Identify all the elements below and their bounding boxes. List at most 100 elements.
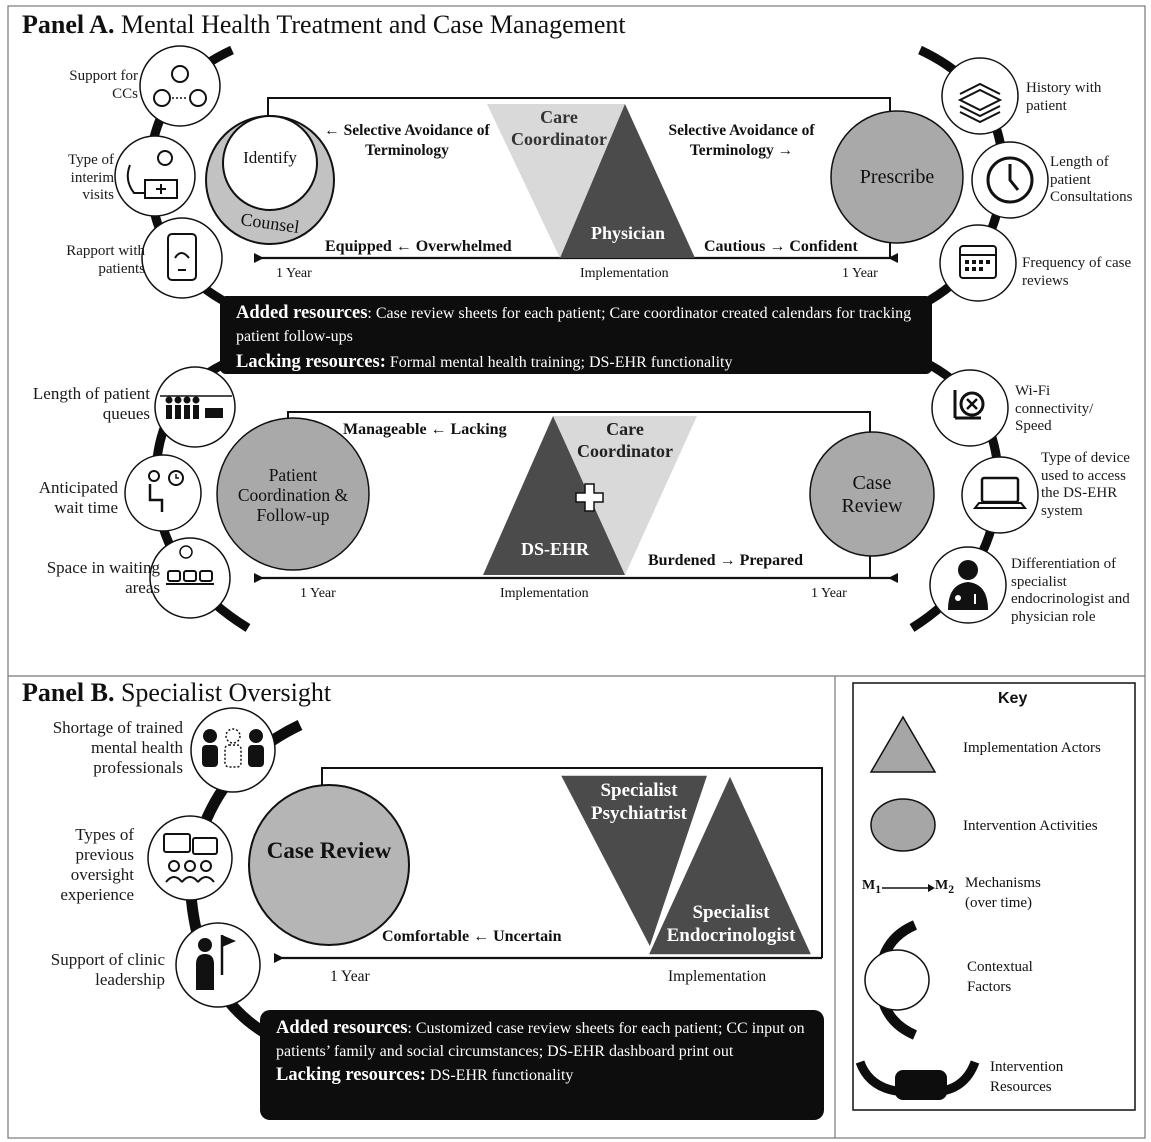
resources-box-b <box>260 1010 824 1120</box>
key-m1-letter: M <box>862 878 876 893</box>
key-m2: M2 <box>935 877 954 898</box>
factor-role-differentiation: Differentiation of specialist endocrinol… <box>1011 556 1130 626</box>
resources-box-a <box>220 296 932 374</box>
factor-rapport: Rapport with patients <box>66 243 145 277</box>
resources-b-added: Added resources: Customized case review … <box>276 1016 816 1063</box>
key-mechanisms: Mechanisms (over time) <box>965 875 1041 912</box>
axis-top-center: Implementation <box>580 266 669 281</box>
actor-endocrinologist-label: Specialist Endocrinologist <box>666 902 796 946</box>
resources-b-lacking-label: Lacking resources: <box>276 1064 426 1085</box>
key-m2-letter: M <box>935 878 949 893</box>
factor-interim-visits: Type of interim visits <box>67 152 114 204</box>
resources-a-lacking-text: Formal mental health training; DS-EHR fu… <box>385 353 733 371</box>
activity-case-review-label-b: Case Review <box>266 838 392 863</box>
factor-device: Type of device used to access the DS-EHR… <box>1041 450 1130 520</box>
resources-b-added-text: : Customized case review sheets for each… <box>276 1020 805 1061</box>
mech-right-top: Selective Avoidance of Terminology → <box>668 122 815 160</box>
key-title: Key <box>998 690 1028 707</box>
factor-support-ccs: Support for CCs <box>69 68 138 102</box>
resources-b-text: Added resources: Customized case review … <box>276 1016 816 1088</box>
activity-prescribe-circle <box>830 110 964 244</box>
panel-b-title: Panel B. Specialist Oversight <box>22 680 331 706</box>
people-network-icon <box>139 45 221 127</box>
mech-bottom-left: Manageable ← Lacking <box>343 421 507 438</box>
plus-icon <box>575 483 604 512</box>
factor-oversight-experience: Types of previous oversight experience <box>60 825 134 905</box>
people-silhouette-icon <box>190 707 276 793</box>
axis-bottom-left: 1 Year <box>300 586 336 601</box>
axis-panel-b-left: 1 Year <box>330 968 370 985</box>
activity-case-review-circle-b <box>248 784 410 946</box>
panel-b-title-rest: Specialist Oversight <box>120 678 332 707</box>
axis-bottom-center: Implementation <box>500 586 589 601</box>
actor-care-coordinator-label-top: Care Coordinator <box>511 107 607 149</box>
key-contextual-factors: Contextual Factors <box>967 959 1033 996</box>
factor-history: History with patient <box>1026 80 1102 114</box>
leader-flag-icon <box>175 922 261 1008</box>
clock-icon <box>971 141 1049 219</box>
factor-queues: Length of patient queues <box>32 384 150 424</box>
wifi-error-icon <box>931 369 1009 447</box>
activity-case-review-circle-a <box>809 431 935 557</box>
resources-a-added: Added resources: Case review sheets for … <box>236 300 926 349</box>
resources-b-added-label: Added resources <box>276 1018 408 1038</box>
actor-specialist-psychiatrist <box>558 774 710 950</box>
factor-case-review-frequency: Frequency of case reviews <box>1022 255 1132 289</box>
resources-b-lacking: Lacking resources: DS-EHR functionality <box>276 1063 816 1088</box>
axis-panel-b-right: Implementation <box>668 968 767 985</box>
activity-patient-coordination-circle <box>216 417 370 571</box>
activity-identify-circle <box>222 115 318 211</box>
key-m2-sub: 2 <box>948 882 955 896</box>
key-resources-block <box>895 1070 947 1100</box>
document-stack-icon <box>941 57 1019 135</box>
key-m1: M1 <box>862 877 881 898</box>
laptop-icon <box>961 456 1039 534</box>
factor-waiting-space: Space in waiting areas <box>46 558 160 598</box>
factor-wifi: Wi-Fi connectivity/ Speed <box>1015 383 1094 435</box>
actor-care-coordinator-top <box>487 104 625 258</box>
calendar-icon <box>939 224 1017 302</box>
factor-wait-time: Anticipated wait time <box>38 478 118 518</box>
doctor-icon <box>929 546 1007 624</box>
factor-consultations: Length of patient Consultations <box>1050 154 1133 206</box>
factor-shortage: Shortage of trained mental health profes… <box>52 718 183 778</box>
key-arrowhead <box>928 884 935 892</box>
figure-border <box>7 5 1146 1139</box>
actor-specialist-endocrinologist <box>646 773 814 956</box>
key-triangle-icon <box>869 715 937 773</box>
activity-prescribe-label: Prescribe <box>859 166 935 188</box>
resources-a-lacking: Lacking resources: Formal mental health … <box>236 349 926 375</box>
resources-a-lacking-label: Lacking resources: <box>236 351 386 372</box>
phone-call-icon <box>141 217 223 299</box>
key-contextual-circle-icon <box>864 949 930 1011</box>
resources-b-lacking-text: DS-EHR functionality <box>425 1066 574 1084</box>
panel-b-title-bold: Panel B. <box>22 678 115 707</box>
mech-panel-b: Comfortable ← Uncertain <box>382 928 562 945</box>
waiting-person-icon <box>124 454 202 532</box>
resources-a-added-text: : Case review sheets for each patient; C… <box>236 305 912 346</box>
mech-right-bottom: Cautious → Confident <box>704 238 858 255</box>
factor-leadership: Support of clinic leadership <box>50 950 165 990</box>
mech-left-bottom: Equipped ← Overwhelmed <box>325 238 512 255</box>
queue-icon <box>154 366 236 448</box>
key-intervention-activities: Intervention Activities <box>963 818 1098 834</box>
resources-a-text: Added resources: Case review sheets for … <box>236 300 926 375</box>
discussion-group-icon <box>147 815 233 901</box>
activity-case-review-label-a: Case Review <box>841 472 903 517</box>
key-implementation-actors: Implementation Actors <box>963 740 1101 756</box>
panel-a-title: Panel A. Mental Health Treatment and Cas… <box>22 12 626 38</box>
key-intervention-resources: Intervention Resources <box>990 1059 1064 1096</box>
activity-patient-coordination-label: Patient Coordination & Follow-up <box>237 465 349 526</box>
axis-top-left: 1 Year <box>276 266 312 281</box>
actor-ds-ehr-label: DS-EHR <box>520 539 589 559</box>
axis-bottom-right: 1 Year <box>811 586 847 601</box>
actor-care-coordinator-label-bottom: Care Coordinator <box>577 419 673 461</box>
clinic-desk-icon <box>114 135 196 217</box>
key-box <box>852 682 1136 1111</box>
actor-physician-label: Physician <box>590 223 665 243</box>
actor-psychiatrist-label: Specialist Psychiatrist <box>590 780 688 824</box>
actor-ds-ehr <box>483 416 625 575</box>
panel-a-title-rest: Mental Health Treatment and Case Managem… <box>120 10 626 39</box>
key-m1-sub: 1 <box>875 882 882 896</box>
